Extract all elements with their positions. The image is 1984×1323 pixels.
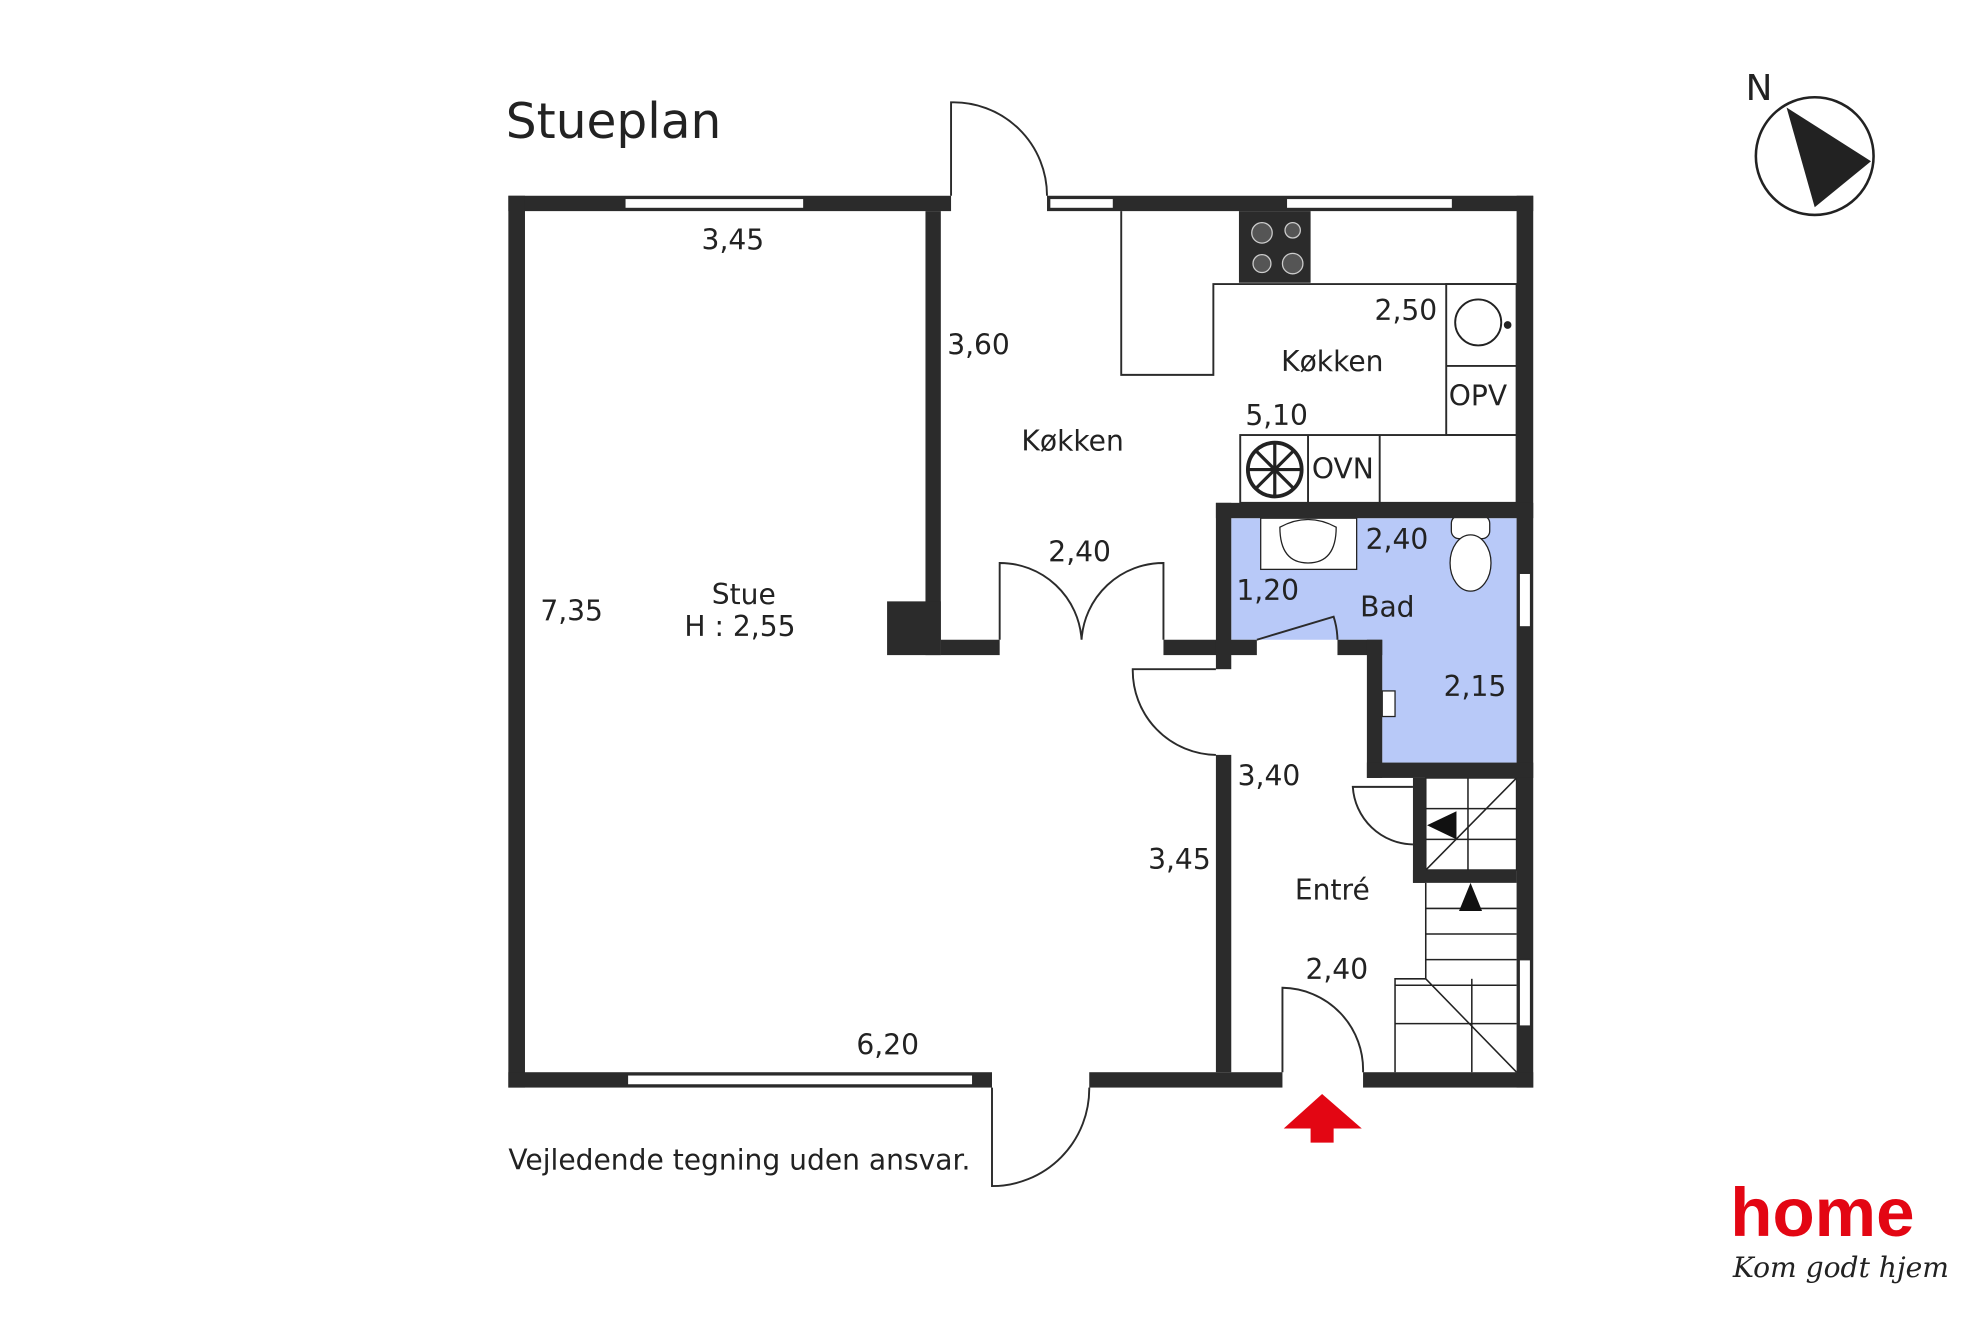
shower-icon (1381, 690, 1396, 718)
logo-tagline: Kom godt hjem (1732, 1251, 1949, 1284)
stair-arrow-icon (1427, 811, 1457, 840)
room-kokken: Køkken (1021, 424, 1123, 457)
dim-stue-right: 3,45 (1148, 843, 1211, 876)
dim-kokken-door: 2,40 (1048, 536, 1111, 569)
oven-fan-icon (1245, 440, 1304, 499)
fixture-opv: OPV (1449, 380, 1507, 413)
home-logo: home Kom godt hjem (1730, 1173, 1949, 1284)
room-bad: Bad (1360, 591, 1414, 624)
dim-entre-top: 3,40 (1238, 760, 1301, 793)
fixture-ovn: OVN (1312, 453, 1374, 486)
dim-stue-left: 7,35 (540, 595, 603, 628)
dim-bad-right: 2,15 (1444, 670, 1507, 703)
washbasin-icon (1260, 517, 1358, 571)
dim-kokken-width: 5,10 (1245, 399, 1308, 432)
windows (624, 197, 1532, 1086)
room-stue: Stue (712, 578, 776, 611)
sink-icon (1454, 298, 1512, 347)
north-compass-icon: N (1746, 68, 1875, 217)
disclaimer: Vejledende tegning uden ansvar. (508, 1143, 970, 1176)
dim-kokken-small: 2,50 (1375, 294, 1438, 327)
toilet-icon (1449, 514, 1492, 592)
doors (950, 101, 1413, 1188)
compass-label: N (1746, 68, 1773, 109)
dim-bad-left: 1,20 (1236, 574, 1299, 607)
entrance-arrow-icon (1283, 1093, 1362, 1143)
bathroom-floor (1231, 518, 1517, 763)
dim-kokken-left: 3,60 (947, 328, 1010, 361)
room-kokken-small: Køkken (1281, 345, 1383, 378)
room-entre: Entré (1295, 873, 1370, 906)
logo-brand: home (1730, 1173, 1914, 1251)
dim-bad-top: 2,40 (1366, 523, 1429, 556)
walls (508, 195, 1534, 1088)
dim-stue-bottom: 6,20 (856, 1028, 919, 1061)
plan-title: Stueplan (506, 94, 722, 150)
dim-stue-top: 3,45 (702, 224, 765, 257)
stair-arrow-up-icon (1459, 882, 1483, 912)
dim-entre-bottom: 2,40 (1305, 953, 1368, 986)
stove-icon (1238, 211, 1311, 283)
room-stue-height: H : 2,55 (684, 610, 795, 643)
